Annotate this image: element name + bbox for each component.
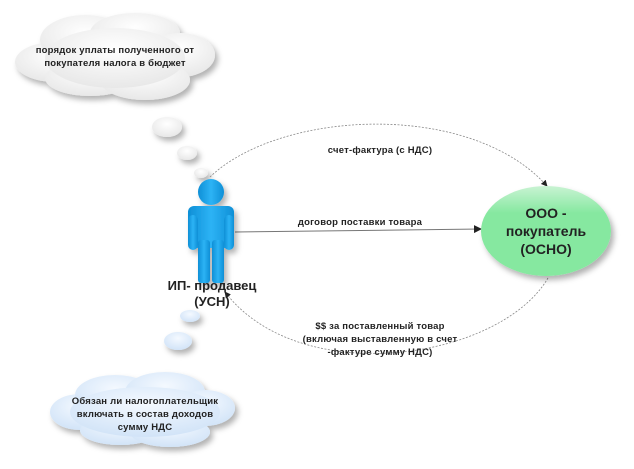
buyer-node	[481, 186, 611, 276]
seller-label: ИП- продавец (УСН)	[150, 278, 274, 310]
contract-arrow	[234, 225, 482, 234]
buyer-label: ООО - покупатель (ОСНО)	[486, 204, 606, 258]
thought-cloud-bottom	[50, 372, 235, 447]
cloud-bottom-text: Обязан ли налогоплательщик включать в со…	[71, 396, 219, 433]
payment-label-line3: -фактуре сумму НДС)	[327, 347, 433, 358]
seller-label-line2: (УСН)	[194, 294, 230, 309]
payment-label: $$ за поставленный товар (включая выстав…	[290, 320, 470, 359]
invoice-arrow	[209, 123, 548, 187]
thought-bubbles-top	[152, 117, 208, 178]
seller-person-icon	[188, 179, 234, 283]
contract-label: договор поставки товара	[297, 217, 423, 228]
invoice-label: счет-фактура (с НДС)	[327, 145, 433, 156]
buyer-label-line1: ООО -	[525, 205, 567, 221]
cloud-top-text: порядок уплаты полученного от покупателя…	[35, 45, 195, 69]
seller-label-line1: ИП- продавец	[167, 278, 257, 293]
payment-label-line2: (включая выставленную в счет	[302, 334, 458, 345]
buyer-label-line2: покупатель	[505, 223, 587, 239]
payment-label-line1: $$ за поставленный товар	[315, 321, 445, 332]
buyer-label-line3: (ОСНО)	[520, 241, 572, 257]
thought-bubbles-bottom	[164, 310, 200, 350]
thought-cloud-top	[15, 13, 215, 100]
